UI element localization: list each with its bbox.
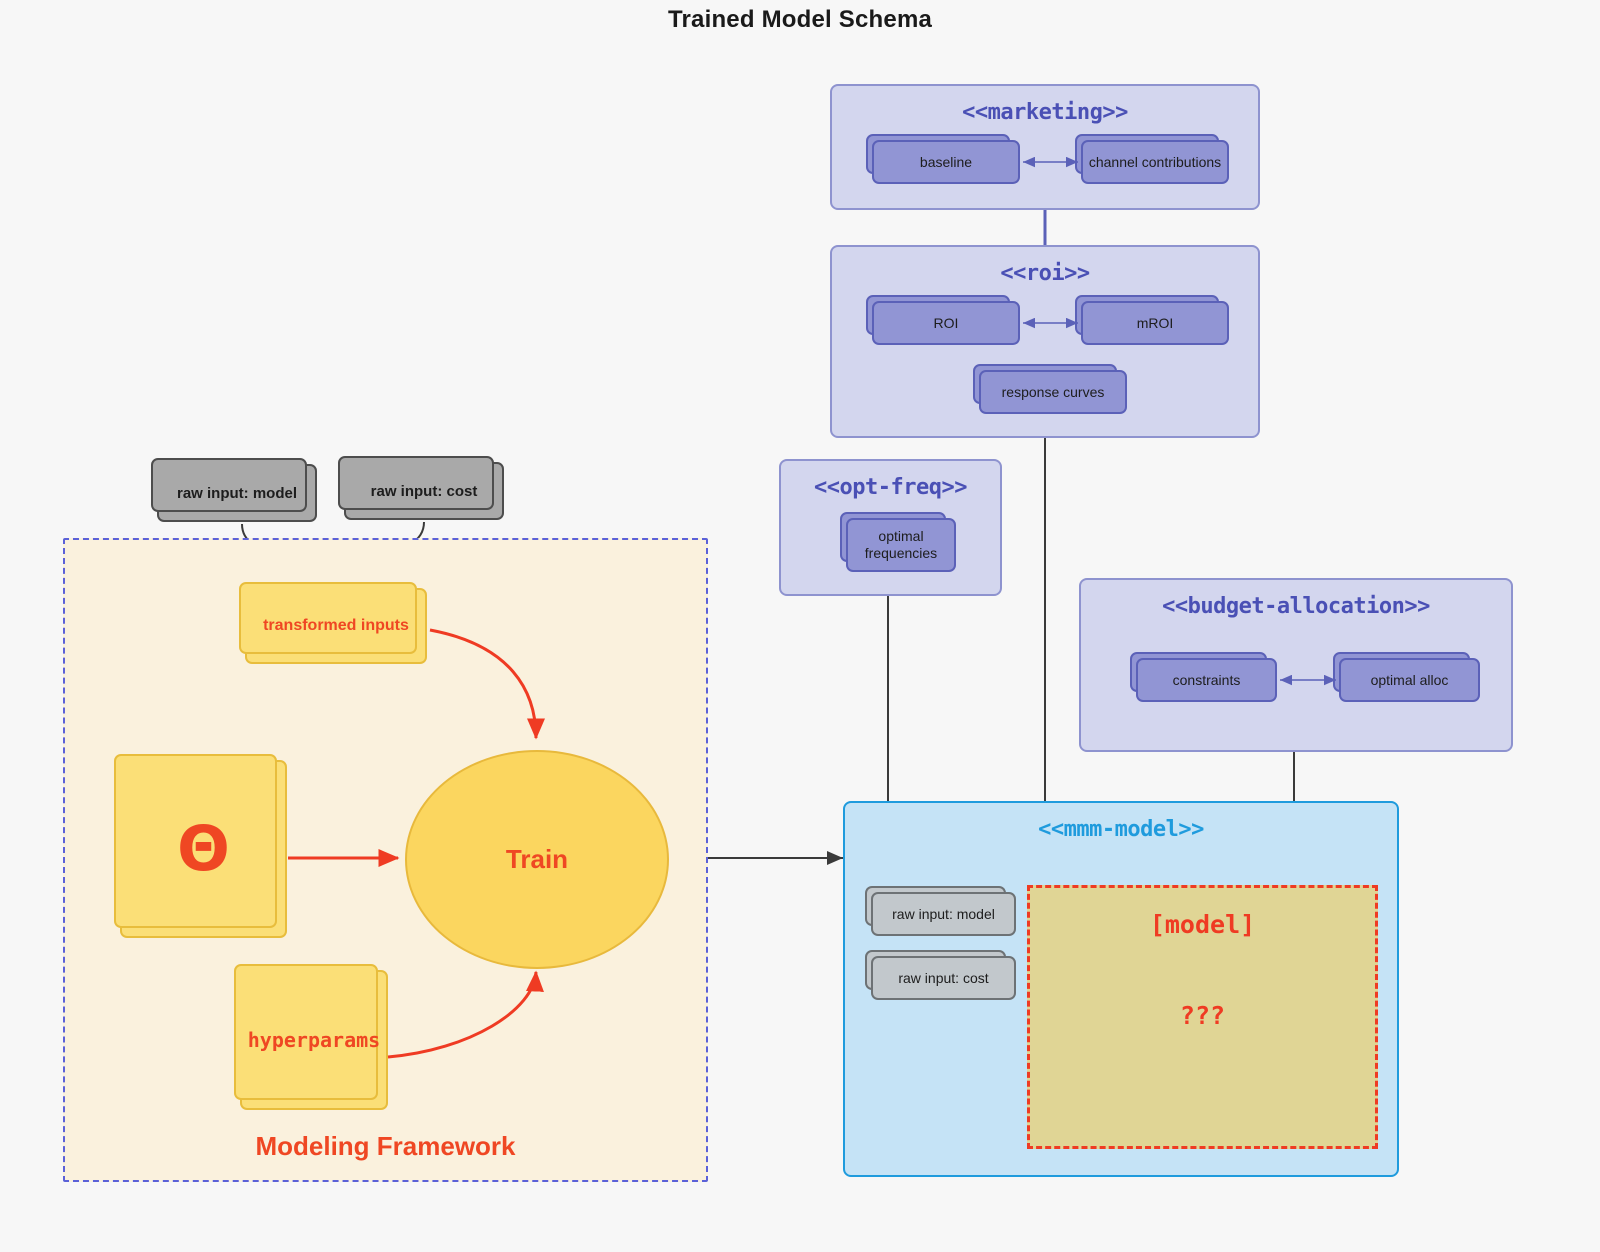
package-opt-freq-title: <<opt-freq>> <box>814 475 967 500</box>
card-optimal-alloc-label: optimal alloc <box>1370 672 1449 688</box>
package-budget-allocation-title: <<budget-allocation>> <box>1162 594 1430 619</box>
page-title: Trained Model Schema <box>667 6 933 33</box>
card-transformed-inputs[interactable]: transformed inputs <box>239 582 427 664</box>
card-mroi[interactable]: mROI <box>1075 295 1229 345</box>
card-raw-input-cost[interactable]: raw input: cost <box>338 456 504 520</box>
card-roi-label: ROI <box>933 315 959 331</box>
card-baseline-label: baseline <box>919 154 973 170</box>
model-placeholder-label: [model] <box>1149 910 1256 939</box>
package-marketing-title: <<marketing>> <box>962 100 1128 125</box>
modeling-framework-label: Modeling Framework <box>255 1131 516 1161</box>
card-hyperparams[interactable]: hyperparams <box>234 964 388 1110</box>
train-ellipse[interactable]: Train <box>405 750 669 969</box>
card-optimal-frequencies-label-line1: optimal <box>878 527 924 544</box>
package-roi[interactable]: <<roi>> ROI mROI response curves <box>830 245 1260 438</box>
card-optimal-frequencies-label-line2: frequencies <box>864 545 938 561</box>
train-label: Train <box>505 844 569 874</box>
package-marketing[interactable]: <<marketing>> baseline channel contribut… <box>830 84 1260 210</box>
card-mroi-label: mROI <box>1136 315 1174 331</box>
model-placeholder-box[interactable]: [model] ??? <box>1027 885 1378 1149</box>
card-optimal-alloc[interactable]: optimal alloc <box>1333 652 1480 702</box>
card-hyperparams-label: hyperparams <box>247 1028 381 1052</box>
card-mmm-raw-input-cost-label: raw input: cost <box>898 970 989 986</box>
card-mmm-raw-input-model[interactable]: raw input: model <box>865 886 1016 936</box>
card-constraints[interactable]: constraints <box>1130 652 1277 702</box>
card-raw-input-cost-label: raw input: cost <box>370 482 478 500</box>
model-placeholder-unknown: ??? <box>1179 1001 1226 1030</box>
card-transformed-inputs-label: transformed inputs <box>263 617 409 634</box>
card-raw-input-model[interactable]: raw input: model <box>151 458 317 522</box>
package-mmm-model-title: <<mmm-model>> <box>1038 817 1204 842</box>
card-mmm-raw-input-cost[interactable]: raw input: cost <box>865 950 1016 1000</box>
card-roi[interactable]: ROI <box>866 295 1020 345</box>
card-constraints-label: constraints <box>1172 672 1241 688</box>
card-raw-input-model-label: raw input: model <box>177 484 297 502</box>
card-response-curves[interactable]: response curves <box>973 364 1127 414</box>
package-opt-freq[interactable]: <<opt-freq>> optimal frequencies <box>779 459 1002 596</box>
card-channel-contributions-label: channel contributions <box>1088 154 1222 170</box>
card-response-curves-label: response curves <box>1001 384 1105 400</box>
package-mmm-model[interactable]: <<mmm-model>> raw input: model raw input… <box>843 801 1399 1177</box>
theta-symbol: Θ <box>177 812 230 885</box>
card-optimal-frequencies[interactable]: optimal frequencies <box>840 512 956 572</box>
package-roi-title: <<roi>> <box>1000 261 1090 286</box>
card-theta[interactable]: Θ <box>114 754 287 938</box>
package-budget-allocation[interactable]: <<budget-allocation>> constraints optima… <box>1079 578 1513 752</box>
card-baseline[interactable]: baseline <box>866 134 1020 184</box>
card-mmm-raw-input-model-label: raw input: model <box>892 906 995 922</box>
card-channel-contributions[interactable]: channel contributions <box>1075 134 1229 184</box>
